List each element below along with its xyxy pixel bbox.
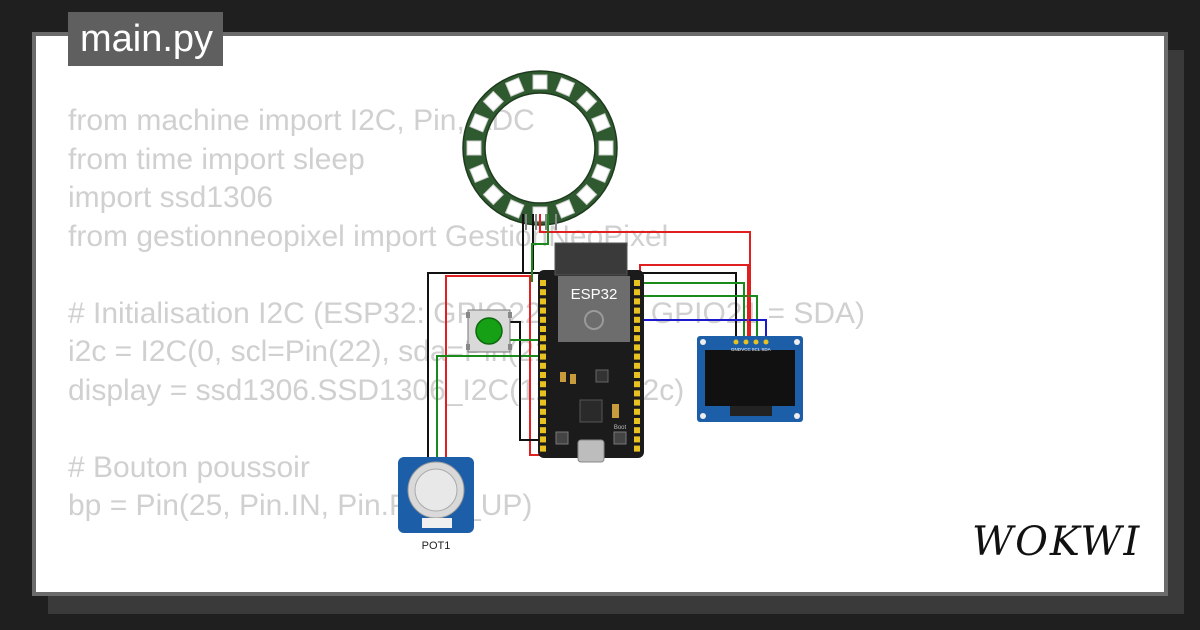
header-pin bbox=[634, 298, 640, 305]
header-pin bbox=[634, 418, 640, 424]
header-pin bbox=[634, 436, 640, 443]
header-pin bbox=[634, 381, 640, 388]
header-pin bbox=[540, 445, 546, 452]
brand-name: WOKWI bbox=[972, 519, 1140, 563]
en-button[interactable] bbox=[555, 431, 569, 445]
oled-pin-label: SCL bbox=[752, 347, 761, 352]
neopixel-led bbox=[482, 184, 504, 206]
header-pin bbox=[540, 280, 546, 286]
header-pin bbox=[540, 372, 546, 378]
neopixel-led bbox=[576, 90, 598, 112]
neopixel-led bbox=[555, 77, 576, 97]
code-line: from machine import I2C, Pin, ADC bbox=[68, 104, 535, 137]
neopixel-led bbox=[532, 74, 548, 90]
boot-label: Boot bbox=[614, 425, 627, 431]
neopixel-led bbox=[504, 77, 525, 97]
file-name-tab[interactable]: main.py bbox=[68, 12, 224, 66]
oled-pin bbox=[753, 339, 759, 345]
neopixel-led bbox=[466, 140, 482, 156]
neopixel-led bbox=[482, 90, 504, 112]
header-pin bbox=[634, 353, 640, 360]
esp32-label: ESP32 bbox=[571, 286, 618, 303]
header-pin bbox=[540, 289, 546, 296]
ring-leds bbox=[466, 74, 614, 222]
header-pin bbox=[540, 436, 546, 443]
boot-button[interactable] bbox=[613, 431, 627, 445]
oled-pin-label: GND bbox=[731, 347, 742, 352]
header-pin bbox=[540, 418, 546, 424]
header-pin bbox=[634, 344, 640, 351]
circuit-diagram: ESP32 Boot bbox=[398, 70, 803, 552]
header-pin bbox=[634, 316, 640, 323]
code-preview: from machine import I2C, Pin, ADC from ti… bbox=[68, 102, 865, 526]
header-pin bbox=[540, 381, 546, 388]
potentiometer[interactable]: POT1 bbox=[398, 457, 474, 552]
header-pin bbox=[540, 353, 546, 360]
wokwi-logo: WOKWI bbox=[972, 517, 1140, 568]
push-button[interactable] bbox=[466, 309, 512, 353]
header-pin bbox=[540, 390, 546, 397]
header-pin bbox=[540, 408, 546, 415]
header-pin bbox=[540, 399, 546, 406]
header-pin bbox=[540, 362, 546, 369]
header-pin bbox=[634, 335, 640, 342]
usb-port bbox=[577, 439, 605, 463]
header-pin bbox=[540, 326, 546, 332]
code-line: # Bouton poussoir bbox=[68, 450, 310, 484]
oled-pin bbox=[733, 339, 739, 345]
neopixel-led bbox=[591, 163, 611, 184]
header-pin bbox=[634, 289, 640, 296]
header-pin bbox=[634, 307, 640, 314]
neopixel-led bbox=[504, 199, 525, 219]
header-pin bbox=[540, 307, 546, 314]
oled-pin-label: SDA bbox=[761, 347, 770, 352]
code-line: bp = Pin(25, Pin.IN, Pin.PULL_UP) bbox=[68, 489, 533, 522]
header-pin bbox=[634, 399, 640, 406]
header-pin bbox=[540, 298, 546, 305]
header-pin bbox=[634, 445, 640, 452]
header-pin bbox=[634, 390, 640, 397]
pot-label: POT1 bbox=[422, 540, 451, 552]
header-pin bbox=[634, 362, 640, 369]
esp32-board[interactable]: ESP32 Boot bbox=[538, 242, 644, 463]
neopixel-ring[interactable] bbox=[462, 70, 618, 230]
header-pin bbox=[540, 344, 546, 351]
header-pin bbox=[634, 427, 640, 434]
header-pin bbox=[540, 427, 546, 434]
header-pin bbox=[634, 372, 640, 378]
code-line: from time import sleep bbox=[68, 142, 365, 176]
oled-pin bbox=[763, 339, 769, 345]
neopixel-led bbox=[591, 112, 611, 133]
header-pin bbox=[540, 316, 546, 323]
neopixel-led bbox=[469, 112, 489, 133]
code-line: display = ssd1306.SSD1306_I2C(128, 64, i… bbox=[68, 373, 685, 407]
project-card: from machine import I2C, Pin, ADC from ti… bbox=[32, 32, 1168, 596]
neopixel-led bbox=[598, 140, 614, 156]
oled-pin-label: VCC bbox=[741, 347, 751, 352]
header-pin bbox=[634, 408, 640, 415]
neopixel-led bbox=[576, 184, 598, 206]
code-line: import ssd1306 bbox=[68, 181, 274, 214]
esp32-pin-headers bbox=[540, 280, 640, 452]
header-pin bbox=[540, 335, 546, 342]
wires bbox=[427, 214, 767, 457]
neopixel-led bbox=[555, 199, 576, 219]
neopixel-led bbox=[469, 163, 489, 184]
header-pin bbox=[634, 280, 640, 286]
header-pin bbox=[634, 326, 640, 332]
oled-pin bbox=[743, 339, 749, 345]
